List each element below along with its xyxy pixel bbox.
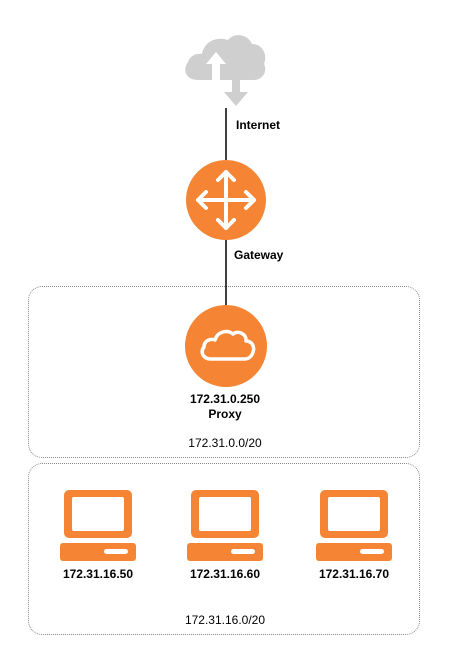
laptop-icon (60, 490, 136, 561)
host-node[interactable] (316, 488, 392, 564)
proxy-ip: 172.31.0.250 (189, 392, 261, 406)
laptop-icon (187, 490, 263, 561)
cloud-upload-download-icon (185, 35, 266, 106)
host-ip: 172.31.16.70 (318, 567, 390, 581)
laptop-icon (316, 490, 392, 561)
subnet-zone-private (28, 463, 420, 635)
internet-node[interactable] (178, 22, 270, 114)
proxy-name: Proxy (208, 407, 242, 421)
host-node[interactable] (60, 488, 136, 564)
router-arrows-icon (186, 160, 266, 240)
cloud-icon (185, 305, 267, 387)
proxy-node[interactable] (183, 303, 269, 389)
host-ip: 172.31.16.60 (189, 567, 261, 581)
host-node[interactable] (187, 488, 263, 564)
gateway-node[interactable] (184, 158, 268, 242)
host-ip: 172.31.16.50 (62, 567, 134, 581)
subnet-cidr-private: 172.31.16.0/20 (184, 613, 266, 627)
gateway-label: Gateway (234, 248, 284, 262)
subnet-zone-public (28, 286, 420, 458)
subnet-cidr-public: 172.31.0.0/20 (188, 436, 262, 450)
internet-label: Internet (236, 118, 281, 132)
